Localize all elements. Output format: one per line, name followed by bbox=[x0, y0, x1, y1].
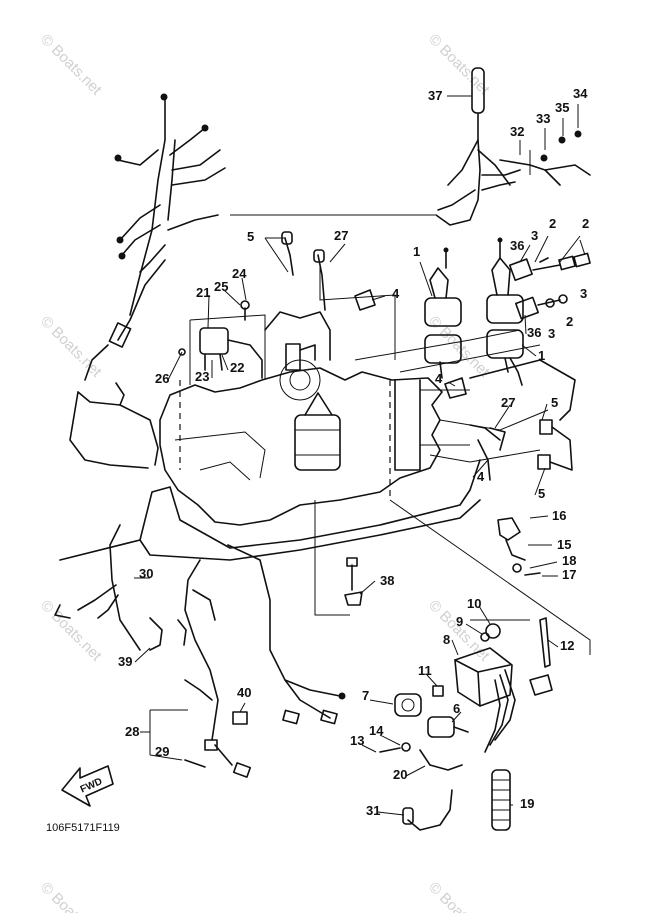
callout-c17: 17 bbox=[562, 567, 576, 582]
solenoid-assembly bbox=[178, 300, 263, 379]
callout-c31: 31 bbox=[366, 803, 380, 818]
cdi-unit bbox=[379, 617, 553, 831]
callout-c5a: 5 bbox=[247, 229, 254, 244]
fwd-arrow: FWD bbox=[61, 765, 114, 807]
watermark-low-right: © Boats.net bbox=[425, 597, 493, 665]
callout-c3c: 3 bbox=[548, 326, 555, 341]
callout-c33: 33 bbox=[536, 111, 550, 126]
part-38 bbox=[344, 557, 363, 606]
callout-c27b: 27 bbox=[501, 395, 515, 410]
upper-right-harness bbox=[435, 67, 591, 226]
callout-c4a: 4 bbox=[392, 286, 400, 301]
callout-c21: 21 bbox=[196, 285, 210, 300]
watermark-bottom-right: © Boats.net bbox=[425, 879, 493, 913]
ignition-coils bbox=[424, 237, 524, 386]
engine-block bbox=[159, 311, 470, 526]
callout-c4c: 4 bbox=[477, 469, 485, 484]
callout-c2a: 2 bbox=[549, 216, 556, 231]
callout-c3a: 3 bbox=[531, 228, 538, 243]
callout-c4b: 4 bbox=[435, 371, 443, 386]
callout-c39: 39 bbox=[118, 654, 132, 669]
callout-c1b: 1 bbox=[538, 348, 545, 363]
callout-c9: 9 bbox=[456, 614, 463, 629]
diagram-code: 106F5171F119 bbox=[46, 822, 120, 834]
callout-c7: 7 bbox=[362, 688, 369, 703]
callout-c1a: 1 bbox=[413, 244, 420, 259]
watermark-bottom-left: © Boats.net bbox=[37, 879, 105, 913]
callout-c30: 30 bbox=[139, 566, 153, 581]
watermark-mid-left: © Boats.net bbox=[37, 313, 105, 381]
callout-c32: 32 bbox=[510, 124, 524, 139]
callout-c5c: 5 bbox=[538, 486, 545, 501]
callout-c6: 6 bbox=[453, 701, 460, 716]
callout-c16: 16 bbox=[552, 508, 566, 523]
leader-lines bbox=[134, 95, 579, 816]
watermark-top-left: © Boats.net bbox=[37, 31, 105, 99]
callout-c15: 15 bbox=[557, 537, 571, 552]
callout-c29: 29 bbox=[155, 744, 169, 759]
callout-c18: 18 bbox=[562, 553, 576, 568]
callout-c36b: 36 bbox=[527, 325, 541, 340]
callout-c11: 11 bbox=[418, 663, 432, 678]
callout-c20: 20 bbox=[393, 767, 407, 782]
callout-c10: 10 bbox=[467, 596, 481, 611]
fwd-label: FWD bbox=[79, 776, 104, 795]
callout-c36a: 36 bbox=[510, 238, 524, 253]
callout-c28: 28 bbox=[125, 724, 139, 739]
callout-c23: 23 bbox=[195, 369, 209, 384]
callout-c25: 25 bbox=[214, 279, 228, 294]
callout-c37: 37 bbox=[428, 88, 442, 103]
callout-c35: 35 bbox=[555, 100, 569, 115]
callout-c3b: 3 bbox=[580, 286, 587, 301]
watermarks: © Boats.net © Boats.net © Boats.net © Bo… bbox=[37, 31, 493, 913]
callout-c8: 8 bbox=[443, 632, 450, 647]
bolts-cluster bbox=[508, 235, 591, 320]
callout-c2b: 2 bbox=[582, 216, 589, 231]
callout-c14: 14 bbox=[369, 723, 384, 738]
callout-c22: 22 bbox=[230, 360, 244, 375]
callout-c5b: 5 bbox=[551, 395, 558, 410]
clamps bbox=[281, 231, 573, 481]
lower-harness bbox=[54, 524, 346, 778]
callout-c34: 34 bbox=[573, 86, 588, 101]
callout-c38: 38 bbox=[380, 573, 394, 588]
reference-lines bbox=[179, 214, 591, 655]
callout-c13: 13 bbox=[350, 733, 364, 748]
callout-c12: 12 bbox=[560, 638, 574, 653]
callout-c40: 40 bbox=[237, 685, 251, 700]
callout-c27a: 27 bbox=[334, 228, 348, 243]
callout-c26: 26 bbox=[155, 371, 169, 386]
main-harness bbox=[84, 93, 226, 381]
callout-c2c: 2 bbox=[566, 314, 573, 329]
watermark-low-left: © Boats.net bbox=[37, 597, 105, 665]
fuse-cluster bbox=[497, 517, 541, 576]
callout-c24: 24 bbox=[232, 266, 247, 281]
callout-c19: 19 bbox=[520, 796, 534, 811]
